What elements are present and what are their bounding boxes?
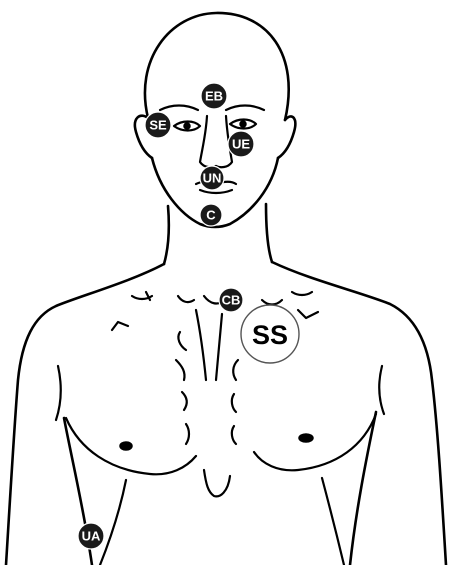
marker-cb-label: CB <box>222 293 241 308</box>
marker-se-label: SE <box>149 118 167 133</box>
marker-ue: UE <box>228 131 254 157</box>
marker-un: UN <box>200 166 224 190</box>
marker-ss: SS <box>241 305 299 363</box>
marker-un-label: UN <box>203 171 222 186</box>
marker-eb-label: EB <box>205 89 223 104</box>
marker-c: C <box>200 204 222 226</box>
nipple-marks <box>120 434 313 450</box>
marker-ua-label: UA <box>82 529 101 544</box>
sternum-marks <box>176 310 238 496</box>
marker-ua: UA <box>78 523 104 549</box>
marker-c-label: C <box>206 208 216 223</box>
marker-ue-label: UE <box>232 137 250 152</box>
marker-se: SE <box>145 112 171 138</box>
marker-cb: CB <box>219 288 243 312</box>
marker-ss-label: SS <box>252 320 288 350</box>
marker-eb: EB <box>201 83 227 109</box>
